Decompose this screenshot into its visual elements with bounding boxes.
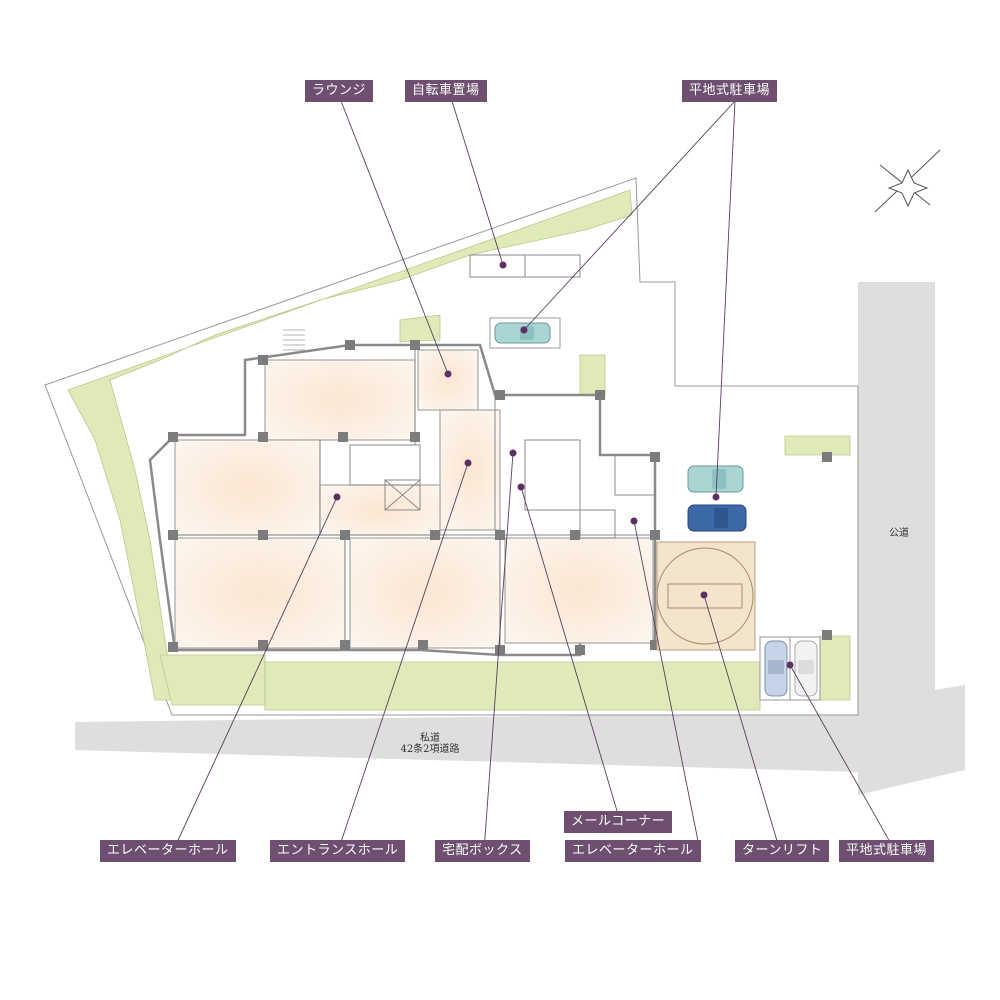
public-road [858, 282, 965, 795]
car-silver-blue-icon [764, 640, 788, 697]
car-white-icon [794, 640, 818, 697]
leader-line-elevator-right [633, 520, 701, 852]
pin [786, 661, 794, 669]
columns [168, 340, 832, 655]
room [264, 359, 416, 441]
roads [75, 282, 965, 795]
pin [517, 483, 525, 491]
leader-line-mail [520, 486, 621, 822]
pin [712, 493, 720, 501]
label-surface-parking-bottom: 平地式駐車場 [839, 840, 935, 862]
public-road-label: 公道 [889, 528, 909, 539]
entrance-hall-room [439, 409, 501, 531]
label-delivery-box: 宅配ボックス [435, 840, 530, 862]
car-blue-icon [687, 504, 747, 532]
label-turn-lift: ターンリフト [735, 840, 830, 862]
bicycle-parking-area [469, 254, 581, 278]
pin [520, 326, 528, 334]
pin [700, 591, 708, 599]
pins [333, 261, 794, 669]
pin [499, 261, 507, 269]
compass-icon [874, 149, 941, 213]
leader-line-parking-lower [789, 664, 896, 852]
room [504, 537, 654, 644]
room [349, 537, 501, 649]
label-lounge: ラウンジ [305, 80, 374, 102]
pin [333, 493, 341, 501]
private-road [75, 712, 860, 772]
stair-upper [283, 329, 305, 351]
leader-line-delivery [483, 452, 514, 852]
label-entrance-hall: エントランスホール [270, 840, 406, 862]
leader-line-entrance [337, 462, 469, 852]
pin [444, 370, 452, 378]
private-road-label: 私道 [420, 733, 440, 744]
leader-line-lounge [340, 100, 449, 375]
label-elevator-hall-right: エレベーターホール [565, 840, 701, 862]
landscaping [67, 189, 851, 711]
lounge-room [417, 349, 479, 411]
label-elevator-hall-left: エレベーターホール [100, 840, 236, 862]
pin [630, 517, 638, 525]
leader-lines [172, 100, 896, 852]
rooms [174, 349, 654, 649]
car-teal-icon [687, 465, 744, 493]
leader-line-turnlift [703, 594, 781, 852]
pin [509, 449, 517, 457]
elevator-hall-left-room [319, 484, 441, 536]
label-surface-parking-top: 平地式駐車場 [682, 80, 778, 102]
car-teal-icon [489, 317, 561, 349]
private-road-note: 42条2項道路 [400, 744, 460, 755]
leader-line-elevator-left [172, 496, 338, 852]
leader-line-bicycle [451, 100, 504, 266]
leader-line-parking-upper-1 [523, 100, 736, 331]
leader-line-parking-upper-2 [715, 100, 736, 498]
room [174, 537, 346, 649]
building [148, 329, 832, 657]
label-mail-corner: メールコーナー [564, 811, 673, 833]
room [174, 439, 321, 536]
label-bicycle-parking: 自転車置場 [405, 80, 487, 102]
pin [464, 459, 472, 467]
